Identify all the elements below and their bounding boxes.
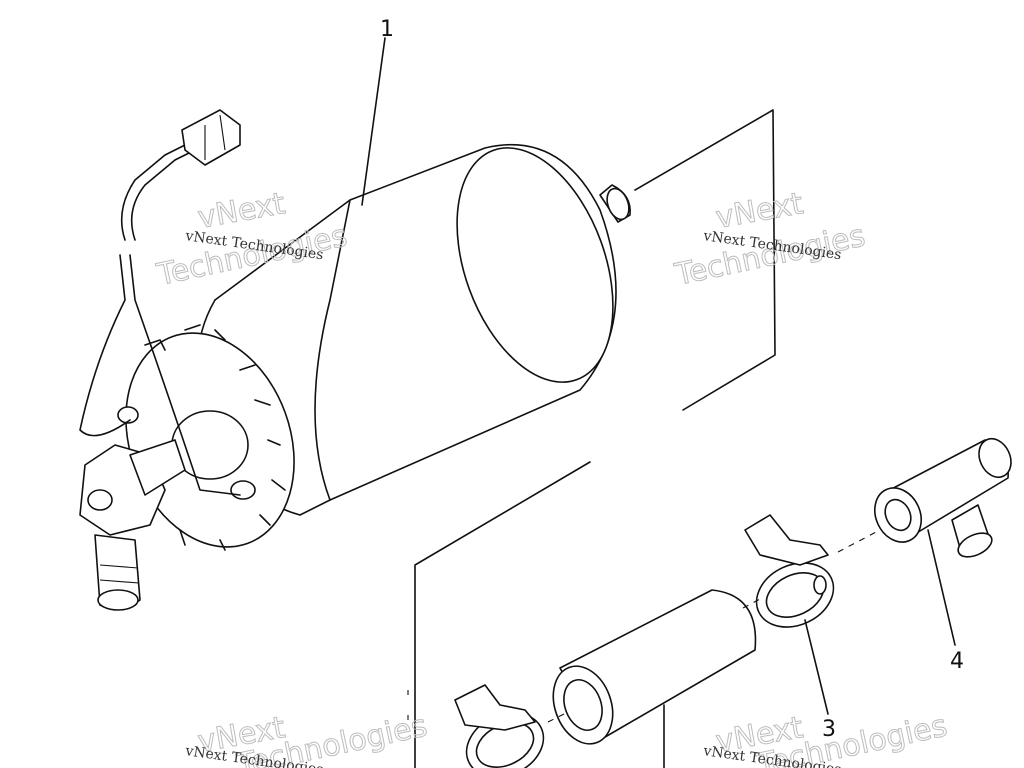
elbow-joint-part-4	[874, 437, 1012, 558]
callout-4: 4	[950, 649, 964, 674]
callout-3: 3	[822, 717, 836, 742]
leader-lines	[361, 37, 956, 715]
svg-text:vNext: vNext	[195, 186, 288, 236]
hose-clamp-part-3	[744, 514, 835, 628]
fuel-hose	[552, 589, 757, 745]
fuel-pump-part-1	[79, 109, 631, 611]
watermark-top-right: vNext Technologies vNext Technologies	[671, 186, 869, 294]
alignment-lines	[547, 529, 881, 723]
watermark-bottom-left: vNext Technologies vNext Technologies	[183, 708, 430, 768]
watermark-top-left: vNext Technologies vNext Technologies	[153, 186, 351, 294]
callout-1: 1	[380, 17, 394, 42]
svg-text:vNext: vNext	[713, 186, 806, 236]
exploded-view-boundary	[407, 109, 776, 768]
hose-clamp-lower	[454, 684, 545, 768]
